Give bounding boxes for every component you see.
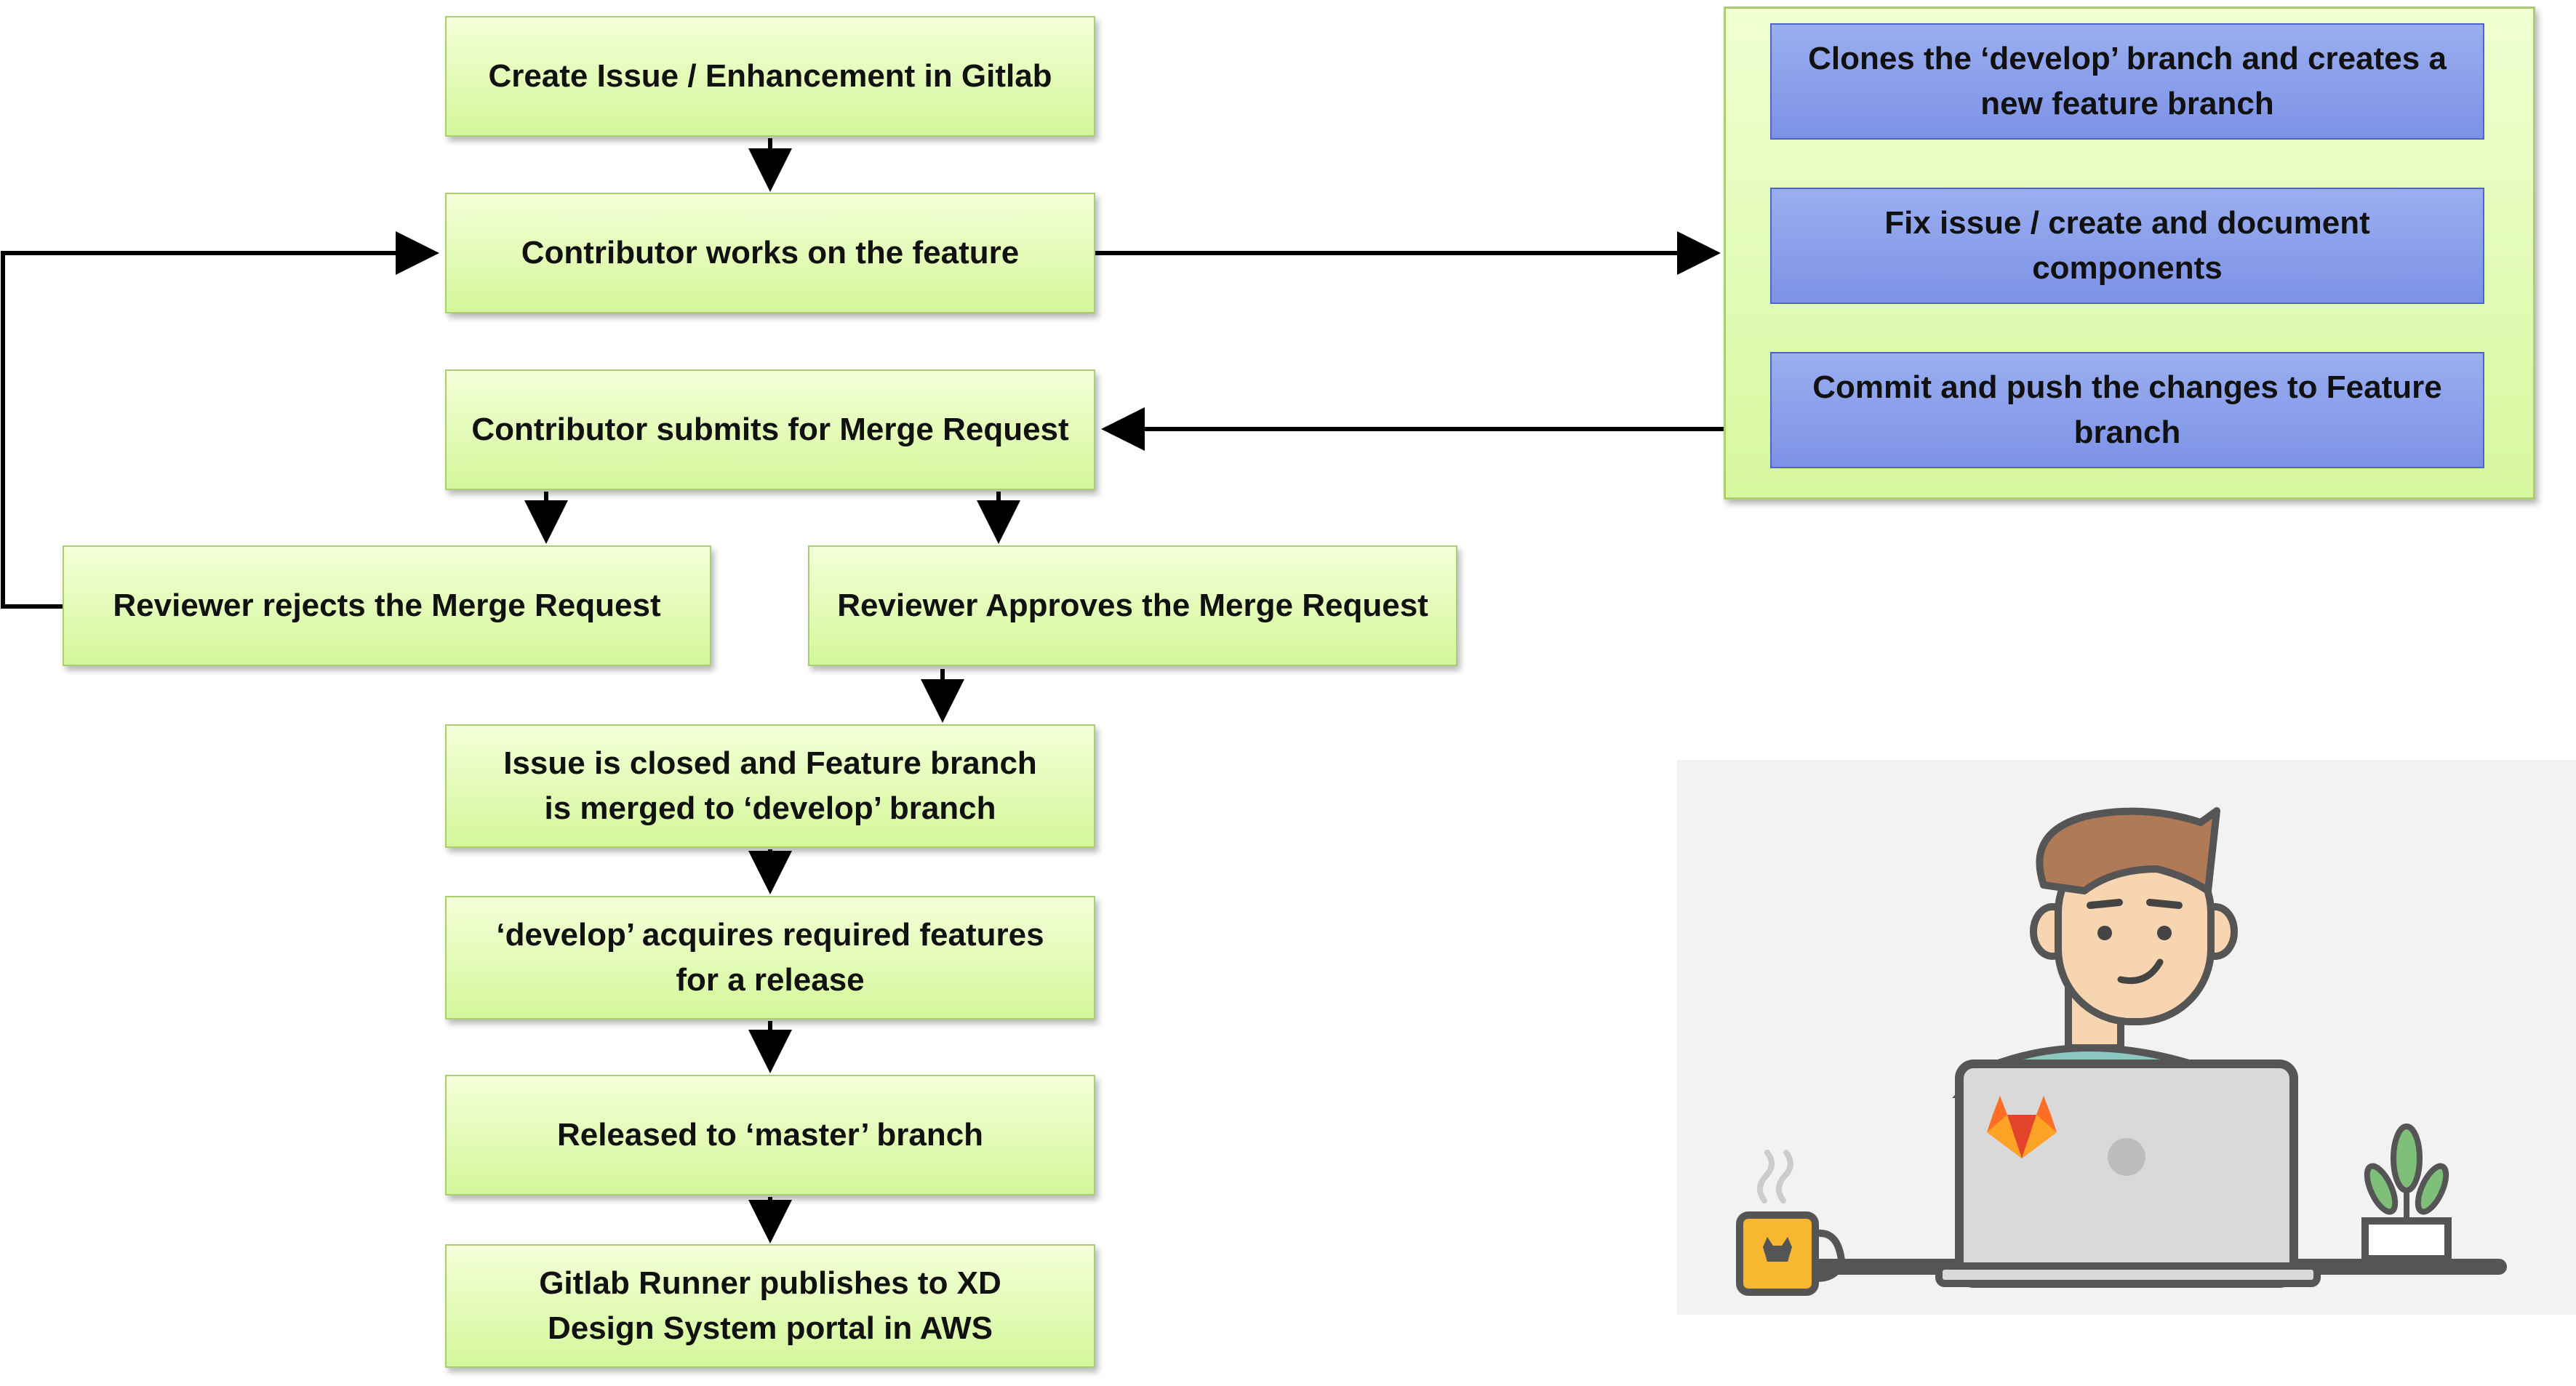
develop-acquires-features-step: ‘develop’ acquires required features for… bbox=[445, 896, 1095, 1020]
runner-publishes-step: Gitlab Runner publishes to XD Design Sys… bbox=[445, 1244, 1095, 1368]
clone-branch-step: Clones the ‘develop’ branch and creates … bbox=[1770, 23, 2484, 140]
person-hair bbox=[2036, 807, 2220, 894]
arrow-reject-loop-to-works bbox=[1, 231, 439, 609]
person-eye-right bbox=[2157, 926, 2172, 940]
issue-closed-merged-step: Issue is closed and Feature branch is me… bbox=[445, 724, 1095, 848]
fix-issue-step: Fix issue / create and document componen… bbox=[1770, 188, 2484, 304]
contributor-works-step: Contributor works on the feature bbox=[445, 193, 1095, 313]
person-smile bbox=[2117, 958, 2164, 985]
released-to-master-step: Released to ‘master’ branch bbox=[445, 1075, 1095, 1195]
gitlab-logo-icon bbox=[1987, 1096, 2057, 1158]
person-brow-left bbox=[2087, 899, 2123, 909]
person-brow-right bbox=[2146, 899, 2183, 909]
reviewer-approves-step: Reviewer Approves the Merge Request bbox=[808, 545, 1457, 666]
plant-icon bbox=[2361, 1123, 2452, 1262]
submit-merge-request-step: Contributor submits for Merge Request bbox=[445, 369, 1095, 490]
developer-illustration bbox=[1677, 760, 2576, 1315]
laptop-base bbox=[1935, 1262, 2321, 1287]
person-eye-left bbox=[2097, 926, 2112, 940]
coffee-mug-icon bbox=[1736, 1150, 1846, 1296]
laptop-camera bbox=[2108, 1138, 2145, 1176]
reviewer-rejects-step: Reviewer rejects the Merge Request bbox=[63, 545, 711, 666]
create-issue-step: Create Issue / Enhancement in Gitlab bbox=[445, 16, 1095, 137]
commit-push-step: Commit and push the changes to Feature b… bbox=[1770, 352, 2484, 468]
